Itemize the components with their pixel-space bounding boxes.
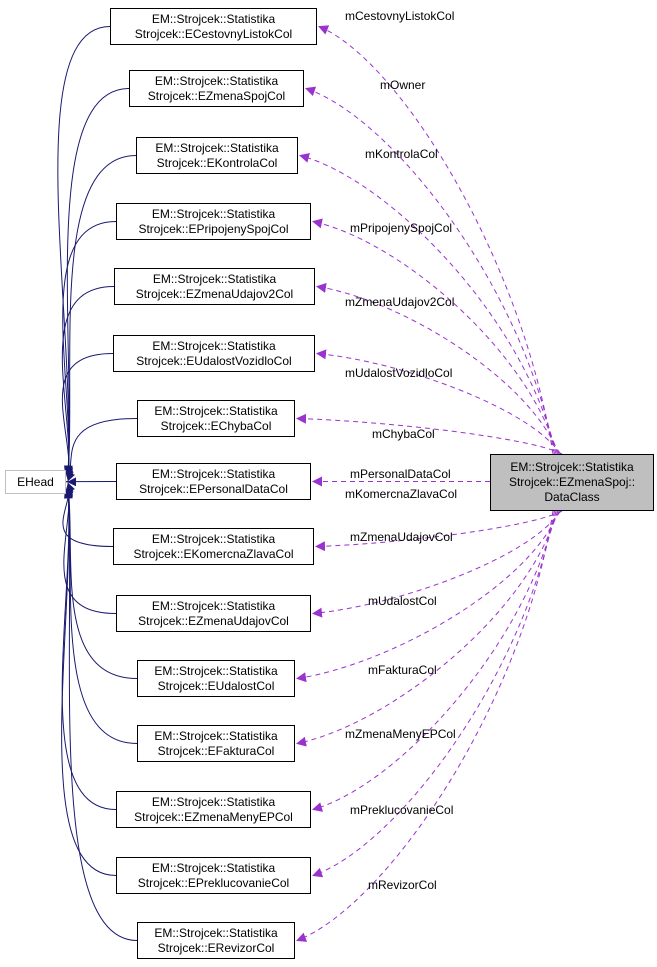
class-node-line1: EM::Strojcek::Statistika xyxy=(151,11,276,26)
inheritance-edge-ezmenaudajov2col xyxy=(61,286,115,480)
class-node-line2: Strojcek::EPreklucovanieCol xyxy=(137,875,290,890)
edge-label-mchybacol: mChybaCol xyxy=(372,427,435,441)
class-node-line1: EM::Strojcek::Statistika xyxy=(151,598,276,613)
edge-label-mudalostvozidlocol: mUdalostVozidloCol xyxy=(345,366,453,380)
inheritance-edge-epreklucovaniecol xyxy=(61,488,117,876)
edge-label-mzmenaudajovcol: mZmenaUdajovCol xyxy=(350,530,453,544)
usage-edge-ezmenaudajovcol xyxy=(312,510,561,618)
usage-edge-epreklucovaniecol xyxy=(312,510,555,878)
class-node-line1: EM::Strojcek::Statistika xyxy=(154,663,278,678)
class-node-line1: EM::Strojcek::Statistika xyxy=(152,271,277,286)
usage-edge-ezmenaudajov2col xyxy=(316,282,560,455)
inheritance-edge-epripojenyspojcol xyxy=(62,221,117,479)
class-node-line2: Strojcek::EKontrolaCol xyxy=(156,155,278,170)
usage-edge-ezmenaspojcol xyxy=(305,86,555,455)
class-node-line2: Strojcek::EKomercnaZlavaCol xyxy=(133,546,294,561)
usage-edge-eudalostcol xyxy=(296,510,560,683)
class-node-line1: EM::Strojcek::Statistika xyxy=(154,403,278,418)
data-class-line3: DataClass xyxy=(544,490,600,504)
edge-label-mpreklucovaniecol: mPreklucovanieCol xyxy=(350,803,454,817)
class-node-line1: EM::Strojcek::Statistika xyxy=(151,860,276,875)
edge-label-mudalostcol: mUdalostCol xyxy=(368,594,437,608)
inheritance-edge-efakturacol xyxy=(64,485,138,744)
edge-label-mpersonaldatacol: mPersonalDataCol xyxy=(350,467,451,481)
inheritance-edge-ekontrolacol xyxy=(64,155,137,477)
class-node-line2: Strojcek::EZmenaUdajovCol xyxy=(138,613,289,628)
class-node-line2: Strojcek::EZmenaSpojCol xyxy=(147,88,286,103)
edge-label-mzmenaudajov2col: mZmenaUdajov2Col xyxy=(345,295,455,309)
ehead-label: EHead xyxy=(17,474,54,489)
class-node-line2: Strojcek::EZmenaUdajov2Col xyxy=(135,286,294,301)
edge-label-mkomercnazlavacol: mKomercnaZlavaCol xyxy=(345,487,458,501)
inheritance-edge-eudalostvozidlocol xyxy=(61,353,114,481)
inheritance-edge-epersonaldatacol xyxy=(64,477,117,487)
usage-edge-eudalostvozidlocol xyxy=(316,349,561,455)
data-class-line2: Strojcek::EZmenaSpoj:: xyxy=(508,475,636,489)
usage-edge-epripojenyspojcol xyxy=(312,218,558,455)
usage-edge-ecestovnylistokcol xyxy=(318,25,554,455)
usage-edge-ezmenamenyepcol xyxy=(312,510,557,812)
edge-label-mpripojenyspojcol: mPripojenySpojCol xyxy=(350,221,453,235)
inheritance-edge-eudalostcol xyxy=(64,484,138,679)
inheritance-edge-echybacol xyxy=(66,418,138,482)
class-node-line1: EM::Strojcek::Statistika xyxy=(154,728,278,743)
class-node-line2: Strojcek::ECestovnyListokCol xyxy=(134,26,293,41)
class-node-line1: EM::Strojcek::Statistika xyxy=(151,794,276,809)
ehead-node[interactable]: EHead xyxy=(5,470,66,494)
usage-edge-ekontrolacol xyxy=(299,152,557,455)
class-node-line1: EM::Strojcek::Statistika xyxy=(151,206,276,221)
inheritance-edge-ecestovnylistokcol xyxy=(57,26,111,475)
usage-edge-efakturacol xyxy=(296,510,558,747)
class-node-line1: EM::Strojcek::Statistika xyxy=(154,73,279,88)
class-node-line2: Strojcek::ERevizorCol xyxy=(157,940,275,955)
edge-label-mowner: mOwner xyxy=(380,78,426,92)
edge-label-mkontrolacol: mKontrolaCol xyxy=(365,147,438,161)
class-node-line2: Strojcek::EChybaCol xyxy=(160,418,272,433)
class-node-line2: Strojcek::EFakturaCol xyxy=(157,743,275,758)
inheritance-edge-erevizorcol xyxy=(63,489,138,941)
edge-label-mfakturacol: mFakturaCol xyxy=(368,663,437,677)
class-node-line1: EM::Strojcek::Statistika xyxy=(151,466,276,481)
usage-edge-erevizorcol xyxy=(296,510,554,942)
class-node-line2: Strojcek::EPripojenySpojCol xyxy=(138,221,289,236)
inheritance-edge-ezmenaudajovcol xyxy=(63,483,117,614)
class-node-line1: EM::Strojcek::Statistika xyxy=(154,925,278,940)
class-node-line2: Strojcek::EZmenaMenyEPCol xyxy=(134,809,293,824)
edge-label-mzmenamenyepcol: mZmenaMenyEPCol xyxy=(345,727,456,741)
class-node-line2: Strojcek::EPersonalDataCol xyxy=(139,481,288,496)
data-class-line1: EM::Strojcek::Statistika xyxy=(510,460,634,474)
class-node-line1: EM::Strojcek::Statistika xyxy=(152,338,276,353)
usage-edge-echybacol xyxy=(296,413,563,455)
class-node-line2: Strojcek::EUdalostCol xyxy=(157,678,275,693)
class-node-line2: Strojcek::EUdalostVozidloCol xyxy=(136,353,292,368)
data-class-node[interactable]: EM::Strojcek::Statistika Strojcek::EZmen… xyxy=(490,454,654,511)
edge-label-mcestovnylistokcol: mCestovnyListokCol xyxy=(345,9,455,23)
edge-label-mrevizorcol: mRevizorCol xyxy=(368,878,437,892)
class-node-line1: EM::Strojcek::Statistika xyxy=(155,140,279,155)
class-node-line1: EM::Strojcek::Statistika xyxy=(151,531,276,546)
